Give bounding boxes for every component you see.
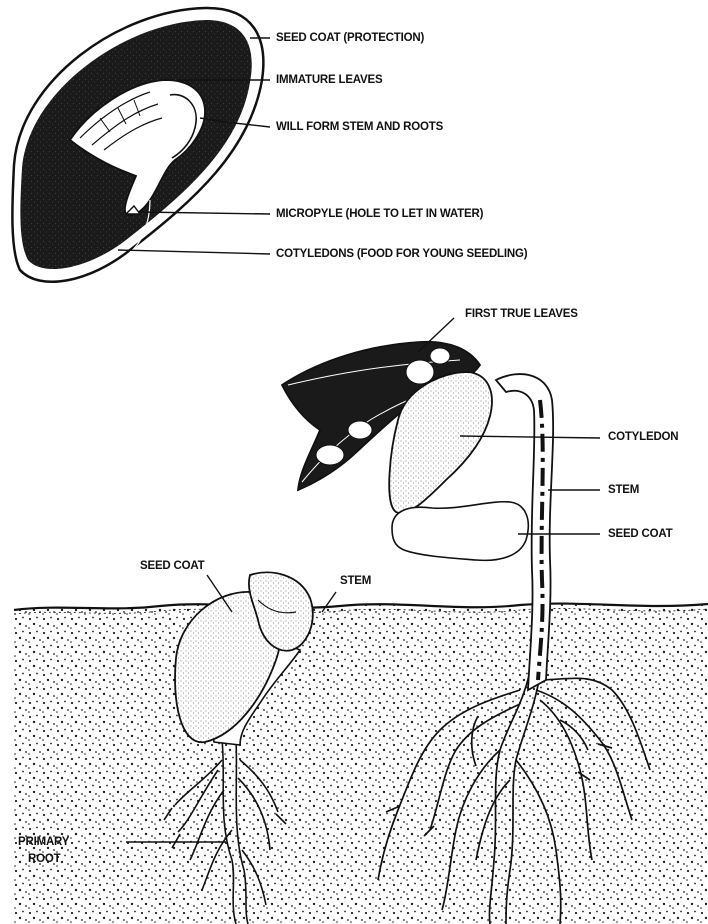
label-immature-leaves: IMMATURE LEAVES bbox=[276, 74, 382, 87]
label-seed-coat-protection: SEED COAT (PROTECTION) bbox=[276, 32, 424, 45]
label-cotyledon: COTYLEDON bbox=[608, 431, 678, 444]
label-sprout-stem: STEM bbox=[340, 575, 371, 588]
label-seedling-seed-coat: SEED COAT bbox=[608, 528, 672, 541]
label-cotyledons: COTYLEDONS (FOOD FOR YOUNG SEEDLING) bbox=[276, 248, 527, 261]
label-sprout-seed-coat: SEED COAT bbox=[140, 560, 204, 573]
label-micropyle: MICROPYLE (HOLE TO LET IN WATER) bbox=[276, 208, 483, 221]
label-primary-root-line2: ROOT bbox=[28, 853, 60, 866]
label-stem-and-roots: WILL FORM STEM AND ROOTS bbox=[276, 121, 443, 134]
seedling-seed-coat bbox=[392, 502, 528, 561]
label-primary-root-line1: PRIMARY bbox=[18, 836, 69, 849]
soil bbox=[14, 604, 708, 924]
label-seedling-stem: STEM bbox=[608, 484, 639, 497]
label-first-true-leaves: FIRST TRUE LEAVES bbox=[465, 308, 578, 321]
seed-cross-section bbox=[12, 8, 263, 282]
